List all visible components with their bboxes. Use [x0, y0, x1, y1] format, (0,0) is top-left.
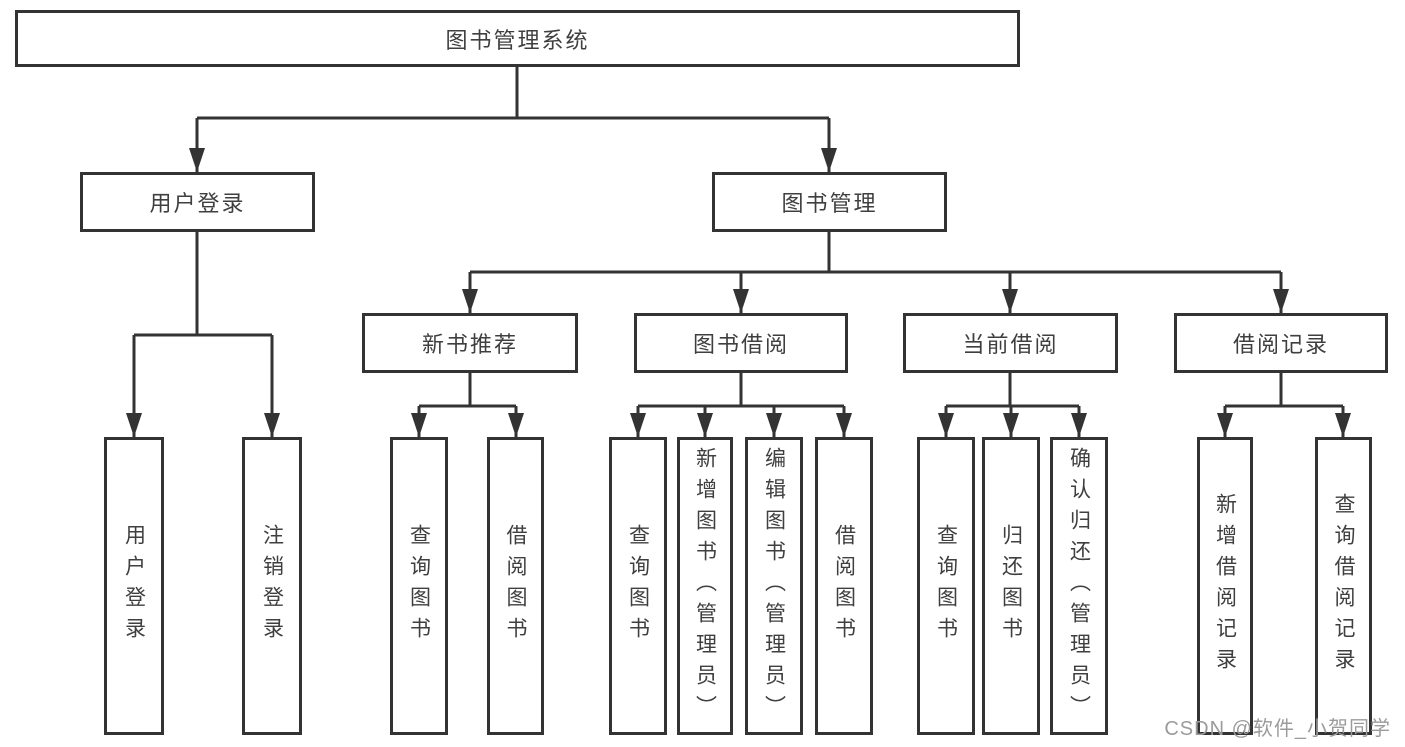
leaf-bb-add-books-admin: 新增图书（管理员） [677, 437, 733, 735]
leaf-bb-borrow-books-label: 借阅图书 [832, 524, 856, 648]
node-book-management: 图书管理 [712, 172, 947, 232]
branch-new-book-recommend [419, 373, 516, 408]
node-new-book-recommend: 新书推荐 [362, 313, 578, 373]
leaf-cb-return-books: 归还图书 [982, 437, 1040, 735]
leaf-cb-return-books-label: 归还图书 [999, 524, 1023, 648]
leaf-user-login-label: 用户登录 [122, 524, 146, 648]
leaf-br-query-record-label: 查询借阅记录 [1332, 493, 1355, 679]
leaf-bb-edit-books-admin: 编辑图书（管理员） [745, 437, 803, 735]
branch-book-borrow [638, 373, 844, 408]
branch-borrow-records [1225, 373, 1343, 408]
leaf-br-add-record: 新增借阅记录 [1197, 437, 1253, 735]
leaf-bb-query-books: 查询图书 [609, 437, 667, 735]
leaf-bb-borrow-books: 借阅图书 [815, 437, 873, 735]
leaf-nb-query-books-label: 查询图书 [407, 524, 431, 648]
branch-book-management [470, 232, 1281, 274]
leaf-logout: 注销登录 [242, 437, 302, 735]
branch-user-login [134, 232, 272, 337]
csdn-watermark: CSDN @软件_小贺同学 [1164, 718, 1391, 740]
leaf-cb-confirm-return-admin: 确认归还（管理员） [1050, 437, 1108, 735]
leaf-cb-query-books: 查询图书 [917, 437, 975, 735]
leaf-br-add-record-label: 新增借阅记录 [1213, 493, 1237, 679]
leaf-logout-label: 注销登录 [260, 524, 284, 648]
branch-root [197, 67, 829, 120]
leaf-nb-borrow-books: 借阅图书 [487, 437, 544, 735]
leaf-cb-confirm-return-admin-label: 确认归还（管理员） [1067, 446, 1091, 726]
leaf-nb-borrow-books-label: 借阅图书 [504, 524, 527, 648]
leaf-user-login: 用户登录 [104, 437, 164, 735]
node-book-borrow: 图书借阅 [634, 313, 848, 373]
node-borrow-records: 借阅记录 [1174, 313, 1388, 373]
leaf-nb-query-books: 查询图书 [390, 437, 448, 735]
node-root: 图书管理系统 [15, 10, 1020, 67]
leaf-br-query-record: 查询借阅记录 [1315, 437, 1372, 735]
leaf-bb-add-books-admin-label: 新增图书（管理员） [693, 446, 717, 726]
node-user-login: 用户登录 [80, 172, 315, 232]
leaf-cb-query-books-label: 查询图书 [934, 524, 958, 648]
leaf-bb-edit-books-admin-label: 编辑图书（管理员） [762, 446, 786, 726]
node-current-borrow: 当前借阅 [903, 313, 1118, 373]
leaf-bb-query-books-label: 查询图书 [626, 524, 650, 648]
branch-current-borrow [946, 373, 1079, 408]
